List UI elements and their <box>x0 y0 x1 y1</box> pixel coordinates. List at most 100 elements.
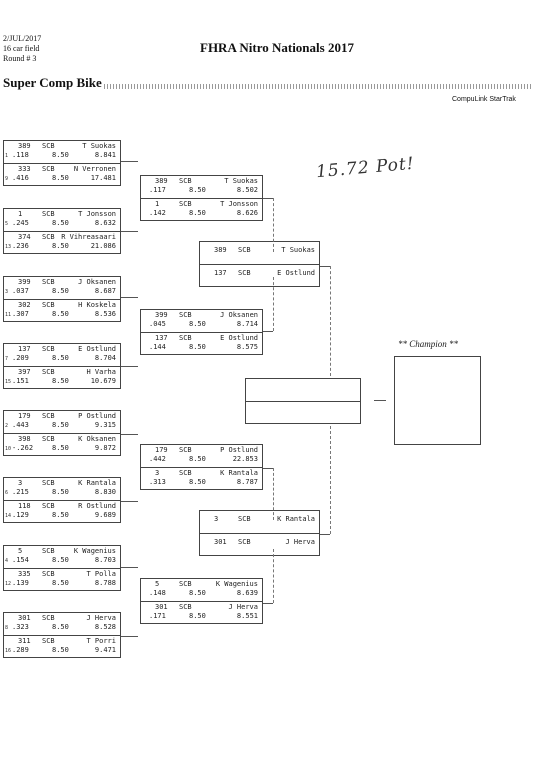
bottom-car-number: 398 <box>18 435 31 443</box>
final-box <box>245 378 361 424</box>
bottom-racer-name: R Ostlund <box>78 502 116 510</box>
top-reaction-time: .442 <box>149 455 166 463</box>
top-racer-name: J Oksanen <box>78 278 116 286</box>
top-seed: 7 <box>5 356 9 362</box>
bottom-class: SCB <box>42 233 55 241</box>
top-class: SCB <box>42 614 55 622</box>
top-reaction-time: .118 <box>12 151 29 159</box>
top-class: SCB <box>42 547 55 555</box>
bottom-class: SCB <box>238 269 251 277</box>
top-class: SCB <box>179 177 192 185</box>
bottom-dial-in: 8.50 <box>52 242 69 250</box>
bottom-dial-in: 8.50 <box>52 310 69 318</box>
bottom-car-number: 333 <box>18 165 31 173</box>
top-car-number: 137 <box>18 345 31 353</box>
bottom-elapsed-time: 8.626 <box>236 209 258 217</box>
bottom-dial-in: 8.50 <box>189 209 206 217</box>
bottom-car-number: 302 <box>18 301 31 309</box>
top-reaction-time: .037 <box>12 287 29 295</box>
bottom-racer-name: R Vihreasaari <box>61 233 116 241</box>
top-racer-name: K Rantala <box>277 515 315 523</box>
top-dial-in: 8.50 <box>189 589 206 597</box>
bottom-dial-in: 8.50 <box>189 478 206 486</box>
bottom-racer-name: T Polla <box>86 570 116 578</box>
top-dial-in: 8.50 <box>52 354 69 362</box>
bottom-class: SCB <box>42 570 55 578</box>
bottom-reaction-time: .236 <box>12 242 29 250</box>
top-dial-in: 8.50 <box>189 186 206 194</box>
bottom-elapsed-time: 10.679 <box>90 377 116 385</box>
bottom-dial-in: 8.50 <box>52 174 69 182</box>
bottom-reaction-time: .129 <box>12 511 29 519</box>
top-class: SCB <box>179 311 192 319</box>
bottom-class: SCB <box>179 334 192 342</box>
bottom-dial-in: 8.50 <box>52 444 69 452</box>
bottom-class: SCB <box>179 603 192 611</box>
bottom-reaction-time: -.262 <box>12 444 34 452</box>
top-seed: 6 <box>5 490 9 496</box>
top-reaction-time: .148 <box>149 589 166 597</box>
bottom-reaction-time: .307 <box>12 310 29 318</box>
bottom-class: SCB <box>42 165 55 173</box>
bottom-class: SCB <box>179 200 192 208</box>
bottom-class: SCB <box>42 502 55 510</box>
bottom-dial-in: 8.50 <box>52 579 69 587</box>
bottom-racer-name: N Verronen <box>73 165 116 173</box>
top-seed: 2 <box>5 423 9 429</box>
top-elapsed-time: 8.704 <box>94 354 116 362</box>
top-reaction-time: .215 <box>12 488 29 496</box>
bottom-racer-name: E Ostlund <box>220 334 258 342</box>
top-seed: 3 <box>5 289 9 295</box>
bottom-elapsed-time: 8.788 <box>94 579 116 587</box>
top-reaction-time: .045 <box>149 320 166 328</box>
top-elapsed-time: 9.315 <box>94 421 116 429</box>
champion-box <box>394 356 481 445</box>
top-class: SCB <box>179 446 192 454</box>
bottom-seed: 10 <box>5 446 12 452</box>
bottom-elapsed-time: 8.551 <box>236 612 258 620</box>
top-car-number: 399 <box>18 278 31 286</box>
top-elapsed-time: 8.841 <box>94 151 116 159</box>
event-title: FHRA Nitro Nationals 2017 <box>200 40 354 55</box>
bottom-seed: 12 <box>5 581 12 587</box>
top-reaction-time: .117 <box>149 186 166 194</box>
bottom-racer-name: H Koskela <box>78 301 116 309</box>
top-elapsed-time: 8.703 <box>94 556 116 564</box>
top-dial-in: 8.50 <box>52 623 69 631</box>
round-number: Round # 3 <box>3 54 37 63</box>
bottom-reaction-time: .139 <box>12 579 29 587</box>
bottom-seed: 13 <box>5 244 12 250</box>
top-racer-name: T Jonsson <box>78 210 116 218</box>
bottom-elapsed-time: 9.689 <box>94 511 116 519</box>
bottom-racer-name: K Oksanen <box>78 435 116 443</box>
top-racer-name: T Suokas <box>224 177 258 185</box>
top-reaction-time: .323 <box>12 623 29 631</box>
handwritten-note: 15.72 Pot! <box>315 153 416 183</box>
top-car-number: 1 <box>18 210 23 218</box>
title-dotted-rule <box>104 84 532 89</box>
bottom-car-number: 118 <box>18 502 31 510</box>
bottom-car-number: 374 <box>18 233 31 241</box>
bottom-elapsed-time: 8.575 <box>236 343 258 351</box>
top-racer-name: P Ostlund <box>220 446 258 454</box>
top-racer-name: K Wagenius <box>215 580 258 588</box>
top-car-number: 179 <box>155 446 168 454</box>
top-class: SCB <box>42 142 55 150</box>
bottom-seed: 14 <box>5 513 12 519</box>
top-seed: 8 <box>5 625 9 631</box>
top-reaction-time: .209 <box>12 354 29 362</box>
top-car-number: 5 <box>18 547 23 555</box>
class-title: Super Comp Bike <box>3 75 102 90</box>
top-dial-in: 8.50 <box>189 320 206 328</box>
top-elapsed-time: 8.639 <box>236 589 258 597</box>
bottom-class: SCB <box>42 301 55 309</box>
bottom-car-number: 301 <box>155 603 168 611</box>
